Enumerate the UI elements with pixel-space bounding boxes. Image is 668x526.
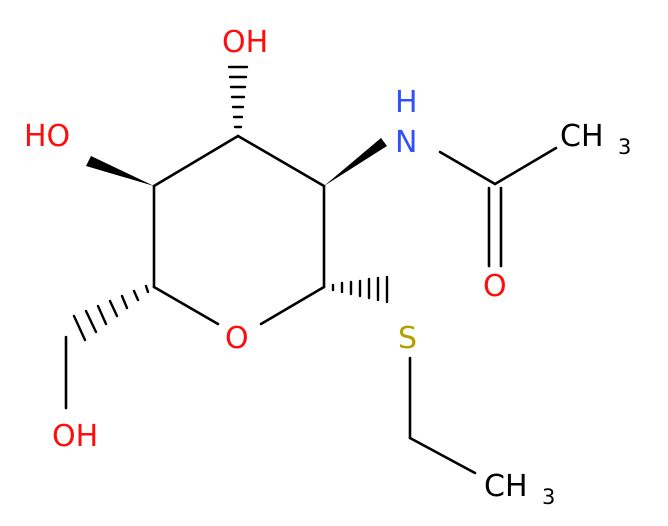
oh-label-top: OH (222, 25, 268, 60)
ch3-label-bottom: CH (484, 469, 528, 504)
hashed-bond-c5-ch2 (72, 284, 150, 342)
bond-c3-c4 (152, 134, 240, 188)
ch3-subscript-top: 3 (618, 135, 631, 159)
bond-ch2-ch3 (408, 436, 477, 475)
carbonyl-oxygen-label: O (483, 269, 507, 304)
bond-c5-ring-oxygen (152, 285, 220, 326)
bond-n-carbonyl-c (438, 150, 497, 186)
nh-label: N (395, 125, 417, 160)
sulfur-label: S (398, 321, 417, 356)
hashed-bond-c1-s (331, 275, 389, 304)
ring-oxygen-label: O (225, 321, 249, 356)
bond-c3-c2 (236, 134, 326, 188)
bond-c1-ring-oxygen (259, 285, 326, 326)
ch3-subscript-bottom: 3 (542, 485, 555, 509)
wedge-bond-c4-oh (86, 156, 154, 186)
ch3-label-top: CH (560, 119, 604, 154)
wedge-bond-c2-n (324, 138, 387, 186)
oh-label-bottom: OH (52, 419, 98, 454)
bond-carbonyl-c-ch3 (493, 146, 558, 186)
nitrogen-label: H (395, 85, 418, 120)
ho-label-left: HO (24, 119, 70, 154)
hashed-bond-c3-oh (227, 65, 249, 129)
